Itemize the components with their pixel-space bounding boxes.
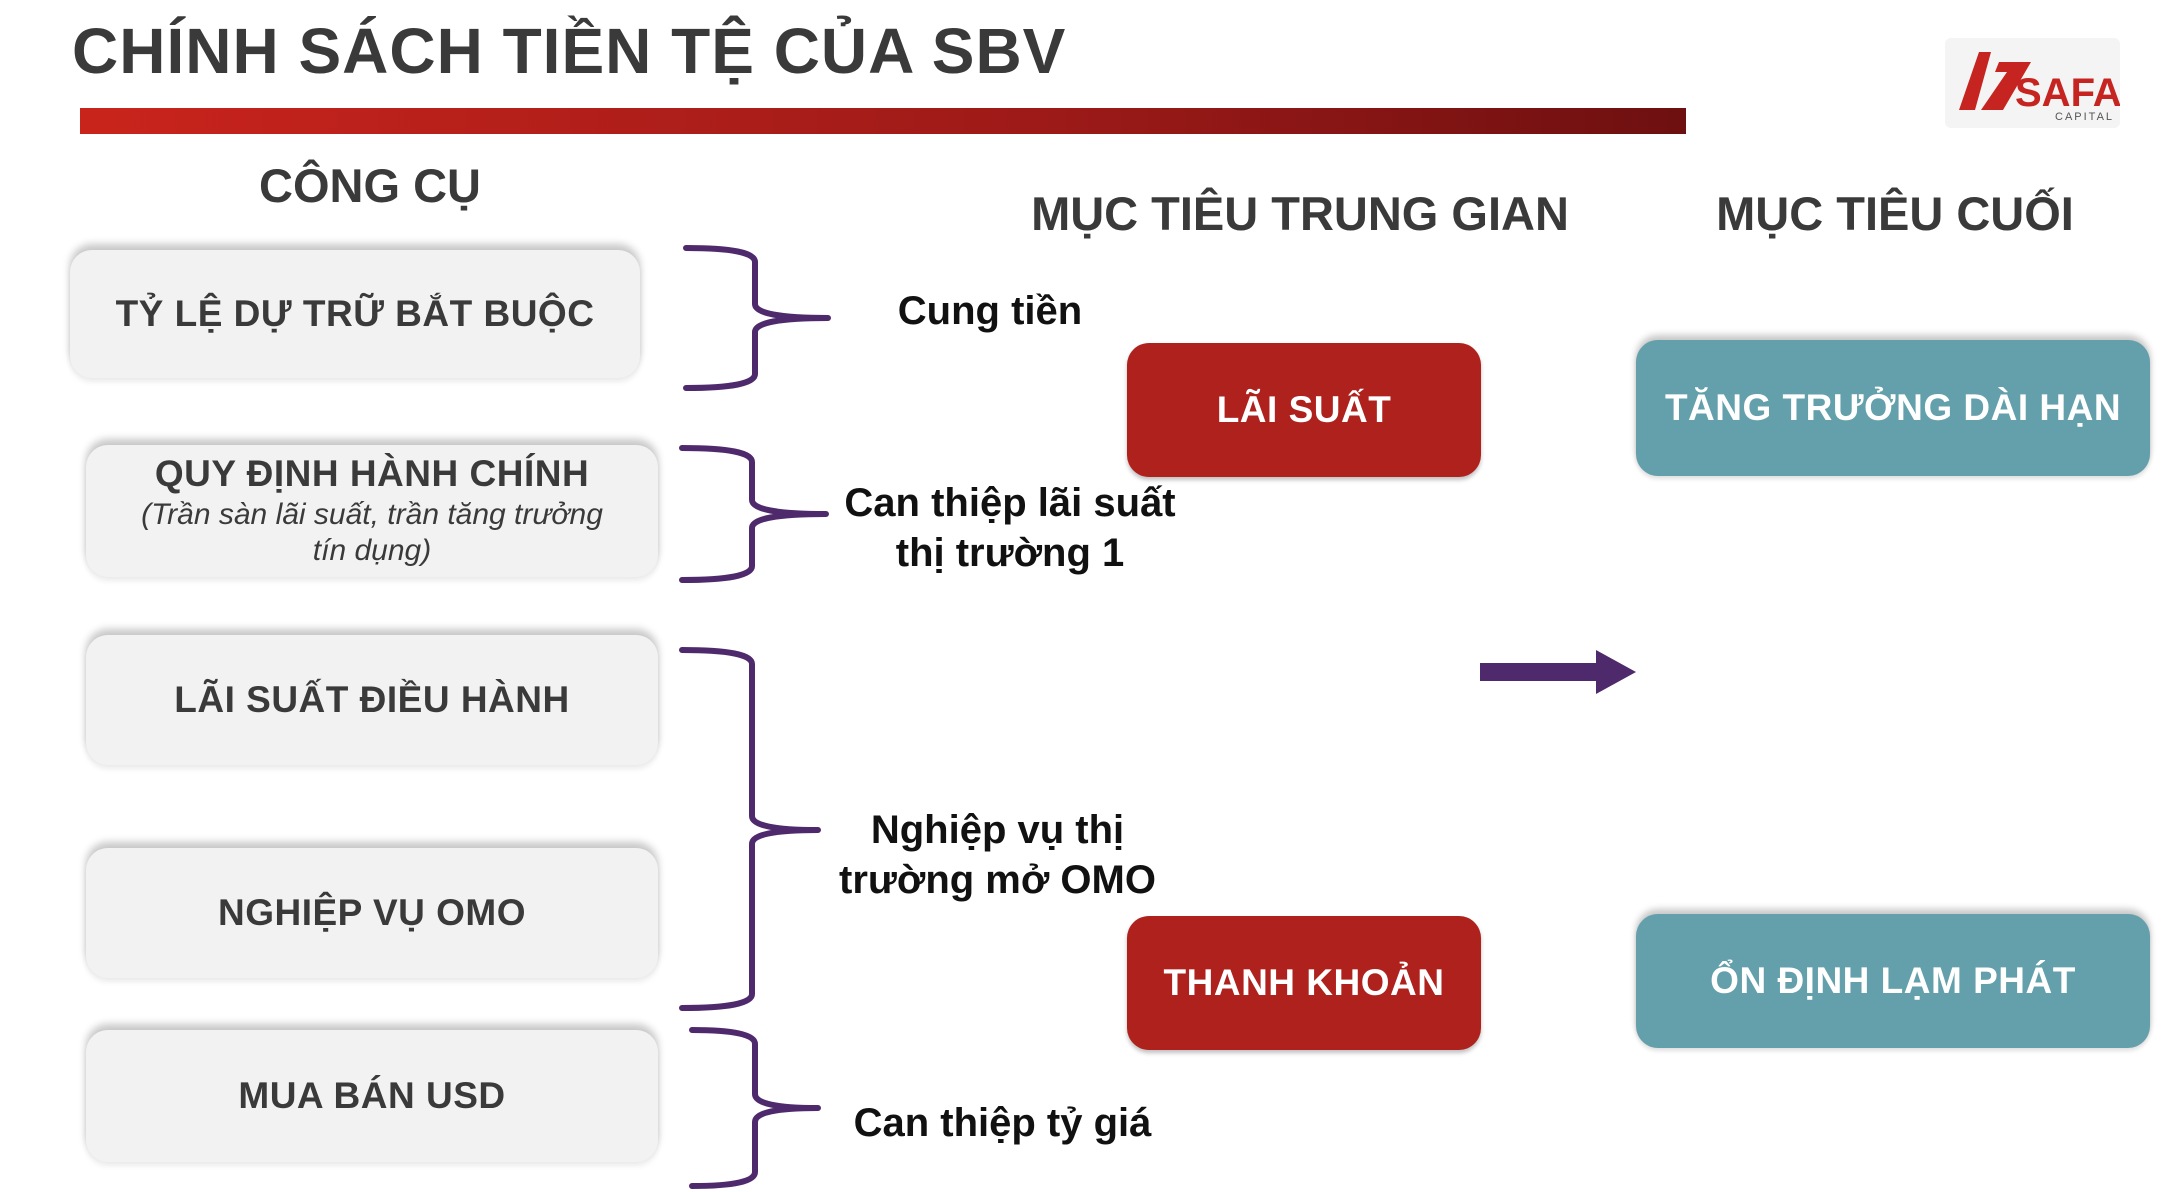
tool-box-administrative-rules: QUY ĐỊNH HÀNH CHÍNH (Trần sàn lãi suất, … (86, 445, 658, 577)
channel-line: Can thiệp tỷ giá (853, 1101, 1152, 1145)
final-target-long-term-growth: TĂNG TRƯỞNG DÀI HẠN (1636, 340, 2150, 476)
title-divider (80, 108, 1686, 134)
logo-subtext: CAPITAL (2055, 111, 2114, 123)
channel-line: Can thiệp lãi suất (844, 481, 1176, 525)
tool-label: MUA BÁN USD (238, 1075, 506, 1116)
final-target-inflation-stability: ỔN ĐỊNH LẠM PHÁT (1636, 914, 2150, 1048)
column-heading-intermediate: MỤC TIÊU TRUNG GIAN (1031, 187, 1569, 240)
tool-label: LÃI SUẤT ĐIỀU HÀNH (174, 679, 570, 720)
tool-box-policy-rate: LÃI SUẤT ĐIỀU HÀNH (86, 635, 658, 765)
channel-interest-intervention: Can thiệp lãi suất thị trường 1 (830, 478, 1190, 578)
arrow-right-icon (1480, 650, 1636, 694)
tool-label: NGHIỆP VỤ OMO (217, 892, 527, 933)
channel-omo: Nghiệp vụ thị trường mở OMO (825, 805, 1170, 905)
intermediate-target-interest-rate: LÃI SUẤT (1127, 343, 1481, 477)
brace-administrative-rules (679, 445, 829, 583)
brace-policy-rate-omo (679, 647, 821, 1011)
channel-line: trường mở OMO (839, 858, 1156, 902)
brace-reserve-ratio (683, 245, 831, 391)
channel-line: thị trường 1 (895, 531, 1125, 575)
channel-line: Nghiệp vụ thị (870, 808, 1125, 852)
page-title: CHÍNH SÁCH TIỀN TỆ CỦA SBV (72, 15, 1067, 87)
brace-usd-trading (689, 1027, 821, 1189)
logo-text: SAFA (2015, 71, 2120, 115)
tool-box-reserve-ratio: TỶ LỆ DỰ TRỮ BẮT BUỘC (70, 250, 640, 378)
tool-label: TỶ LỆ DỰ TRỮ BẮT BUỘC (115, 293, 595, 334)
column-heading-tools: CÔNG CỤ (259, 159, 481, 212)
company-logo: SAFA CAPITAL (1945, 38, 2120, 128)
tool-sublabel: (Trần sàn lãi suất, trần tăng trưởng tín… (141, 498, 603, 567)
column-heading-final: MỤC TIÊU CUỐI (1716, 187, 2074, 240)
channel-line: Cung tiền (897, 289, 1083, 333)
tool-box-omo: NGHIỆP VỤ OMO (86, 848, 658, 978)
channel-money-supply: Cung tiền (840, 286, 1140, 336)
tool-label: QUY ĐỊNH HÀNH CHÍNH (154, 453, 590, 494)
logo-mark: SAFA CAPITAL (1945, 38, 2120, 128)
tool-box-usd-trading: MUA BÁN USD (86, 1030, 658, 1162)
intermediate-target-liquidity: THANH KHOẢN (1127, 916, 1481, 1050)
channel-fx-intervention: Can thiệp tỷ giá (840, 1098, 1165, 1148)
